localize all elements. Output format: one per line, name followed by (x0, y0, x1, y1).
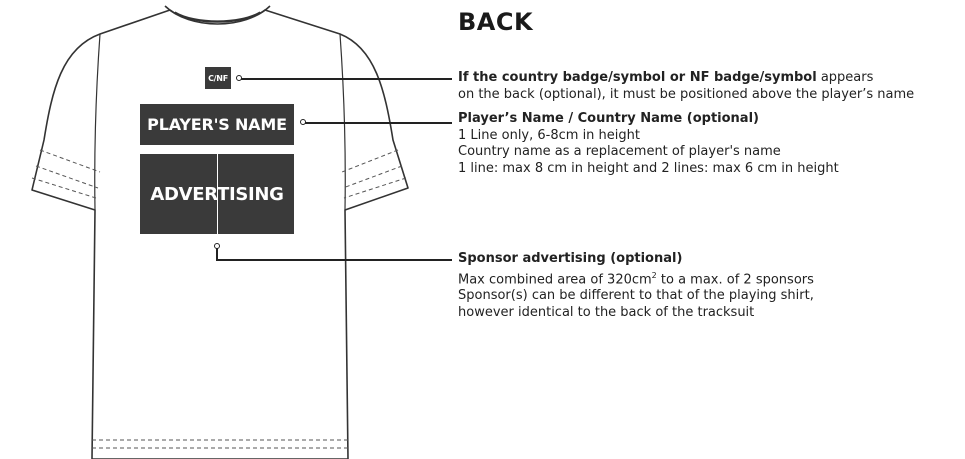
page-title: BACK (458, 8, 534, 36)
name-note: Player’s Name / Country Name (optional) … (458, 111, 839, 177)
badge-leader-dot (236, 75, 242, 81)
badge-note: If the country badge/symbol or NF badge/… (458, 70, 914, 103)
country-badge-panel: C/NF (205, 67, 231, 89)
badge-note-title-rest: appears (816, 70, 874, 85)
badge-note-line: on the back (optional), it must be posit… (458, 86, 915, 102)
sponsor-note-superscript: 2 (651, 270, 657, 280)
sponsor-note: Sponsor advertising (optional) Max combi… (458, 251, 814, 321)
player-name-label: PLAYER'S NAME (147, 115, 287, 134)
advertising-divider (217, 154, 218, 234)
sponsor-note-line-2: Sponsor(s) can be different to that of t… (458, 288, 814, 304)
name-note-title: Player’s Name / Country Name (optional) (458, 111, 759, 126)
badge-leader-line (240, 78, 452, 80)
sponsor-note-line-1-pre: Max combined area of 320cm (458, 271, 652, 287)
sponsor-note-line-3: however identical to the back of the tra… (458, 304, 755, 320)
name-note-line-1: 1 Line only, 6-8cm in height (458, 127, 640, 143)
sponsor-leader-vertical (216, 246, 218, 260)
badge-note-title-bold: If the country badge/symbol or NF badge/… (458, 70, 817, 85)
player-name-panel: PLAYER'S NAME (140, 104, 294, 145)
badge-label: C/NF (208, 73, 228, 83)
sponsor-note-line-1-post: to a max. of 2 sponsors (656, 271, 814, 287)
sponsor-leader-dot (214, 243, 220, 249)
name-leader-line (304, 122, 452, 124)
badge-note-title: If the country badge/symbol or NF badge/… (458, 70, 914, 87)
name-leader-dot (300, 119, 306, 125)
name-note-line-3: 1 line: max 8 cm in height and 2 lines: … (458, 160, 839, 176)
sponsor-note-line-1: Max combined area of 320cm2 to a max. of… (458, 268, 814, 289)
name-note-line-2: Country name as a replacement of player'… (458, 144, 781, 159)
sponsor-leader-horizontal (216, 259, 452, 261)
sponsor-note-title: Sponsor advertising (optional) (458, 251, 683, 266)
